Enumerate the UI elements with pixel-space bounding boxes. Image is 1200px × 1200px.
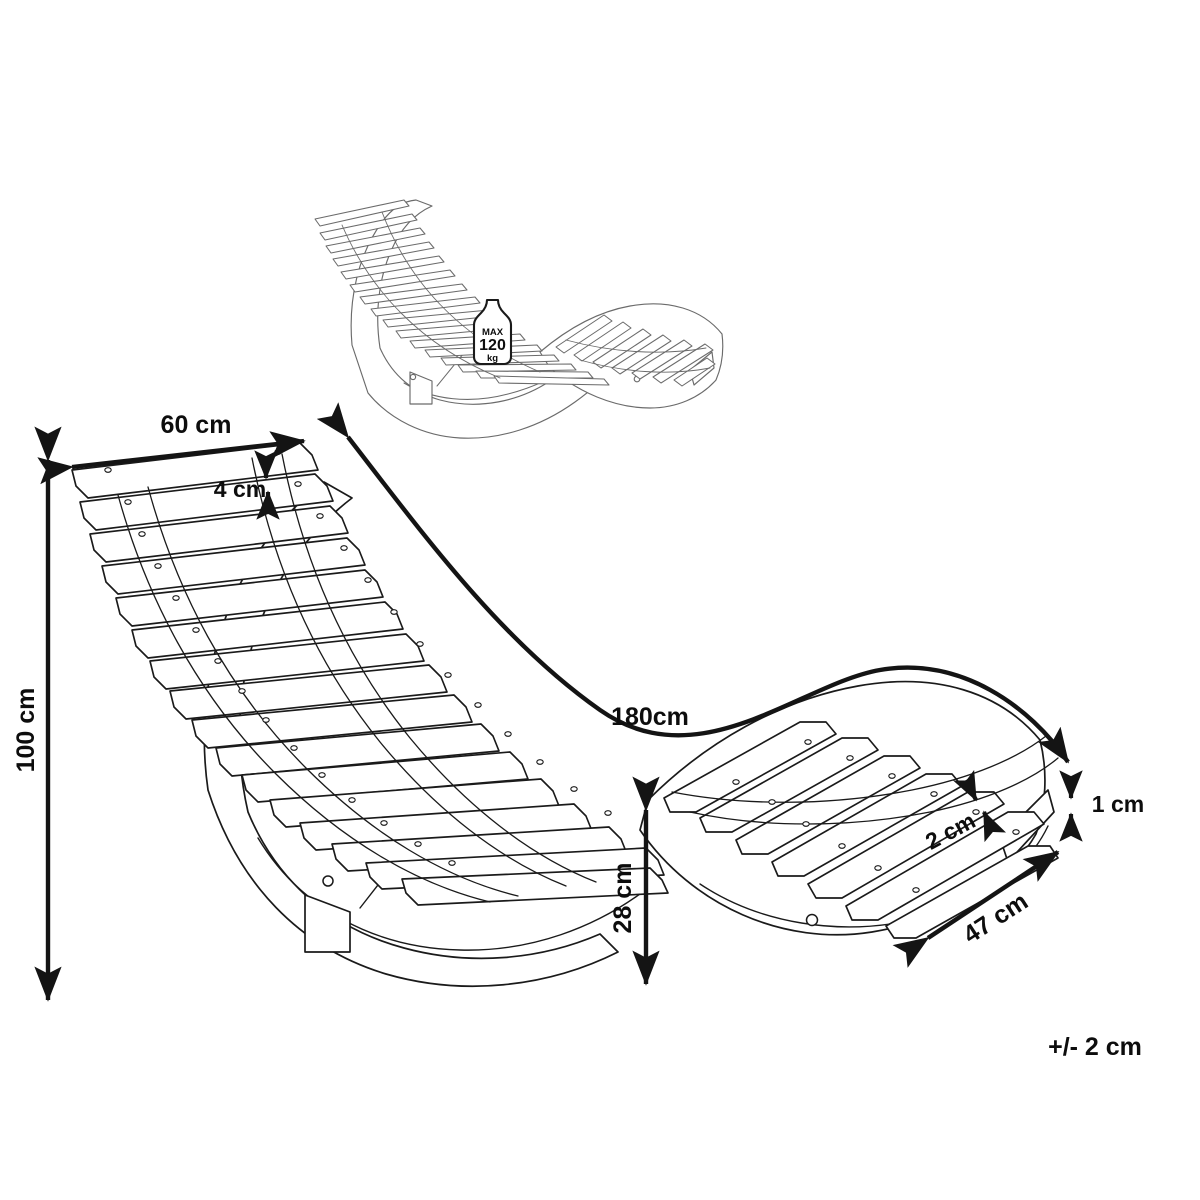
badge-max-label: MAX [482,327,504,338]
dimension-slat-thickness-label: 1 cm [1092,791,1144,817]
badge-weight-unit: kg [487,353,498,364]
thumbnail-lounger [314,199,724,439]
dimension-slat-width-label: 4 cm [214,476,266,502]
dimension-height-label: 100 cm [12,688,40,773]
tolerance-note: +/- 2 cm [1048,1033,1142,1061]
dimension-seat-height-label: 28 cm [609,863,637,934]
dimension-width-60cm: 60 cm [37,411,306,485]
dimension-height-100cm: 100 cm [12,426,62,1002]
dimension-seat-height-28cm: 28 cm [609,776,660,986]
max-weight-badge: MAX 120 kg [472,298,513,366]
badge-weight-value: 120 [479,337,506,354]
dimension-width-label: 60 cm [161,411,232,439]
dimension-slat-thickness-1cm: 1 cm [1059,770,1144,842]
dimension-length-label: 180cm [611,703,689,731]
dimension-length-180cm: 180cm [316,402,1070,764]
dimension-slat-width-4cm: 4 cm [214,450,280,520]
